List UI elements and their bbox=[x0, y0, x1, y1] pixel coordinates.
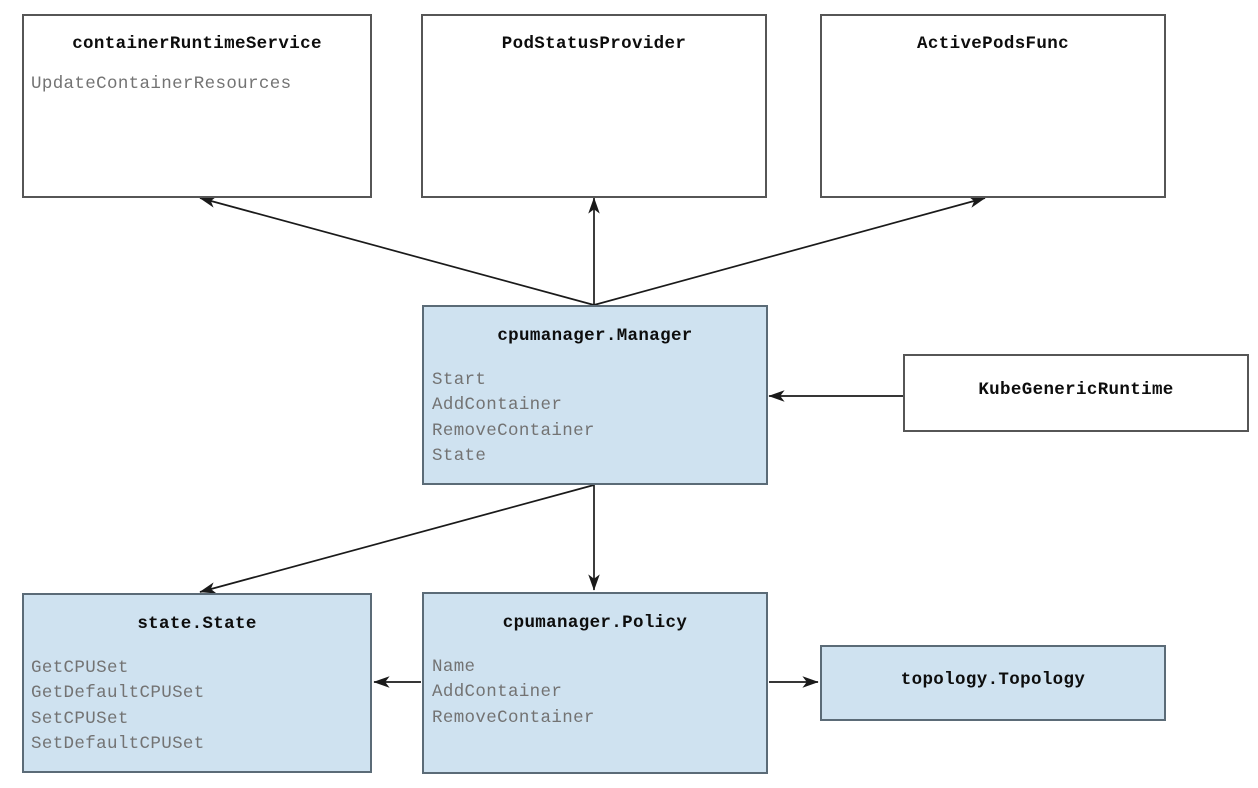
node-title: topology.Topology bbox=[900, 670, 1086, 690]
node-title: cpumanager.Policy bbox=[502, 613, 688, 633]
node-member: GetCPUSet bbox=[31, 658, 129, 678]
node-title: ActivePodsFunc bbox=[917, 34, 1069, 54]
node-member: AddContainer bbox=[432, 395, 563, 416]
node-member: RemoveContainer bbox=[432, 707, 595, 728]
node-kube-generic-runtime[interactable]: KubeGenericRuntime bbox=[903, 354, 1249, 432]
node-members: UpdateContainerResources bbox=[24, 72, 370, 97]
node-member: AddContainer bbox=[432, 682, 563, 703]
edge-manager-to-container-runtime-service bbox=[199, 196, 595, 306]
node-title: containerRuntimeService bbox=[72, 34, 322, 54]
edge-manager-to-active-pods-func bbox=[593, 196, 986, 306]
node-title: PodStatusProvider bbox=[501, 34, 687, 54]
node-member: Start bbox=[432, 370, 487, 390]
node-member: Name bbox=[432, 657, 476, 677]
node-pod-status-provider[interactable]: PodStatusProvider bbox=[421, 14, 767, 198]
node-member: GetDefaultCPUSet bbox=[31, 683, 205, 704]
node-member: UpdateContainerResources bbox=[31, 74, 292, 94]
node-topology-topology[interactable]: topology.Topology bbox=[820, 645, 1166, 721]
node-member: RemoveContainer bbox=[432, 420, 595, 441]
node-active-pods-func[interactable]: ActivePodsFunc bbox=[820, 14, 1166, 198]
node-title: cpumanager.Manager bbox=[497, 326, 693, 346]
edge-manager-to-state-state bbox=[199, 484, 595, 594]
node-member: SetDefaultCPUSet bbox=[31, 733, 205, 754]
node-container-runtime-service[interactable]: containerRuntimeService UpdateContainerR… bbox=[22, 14, 372, 198]
node-title: state.State bbox=[137, 614, 257, 634]
node-title: KubeGenericRuntime bbox=[978, 380, 1174, 400]
node-member: SetCPUSet bbox=[31, 708, 129, 729]
node-member: State bbox=[432, 445, 487, 466]
